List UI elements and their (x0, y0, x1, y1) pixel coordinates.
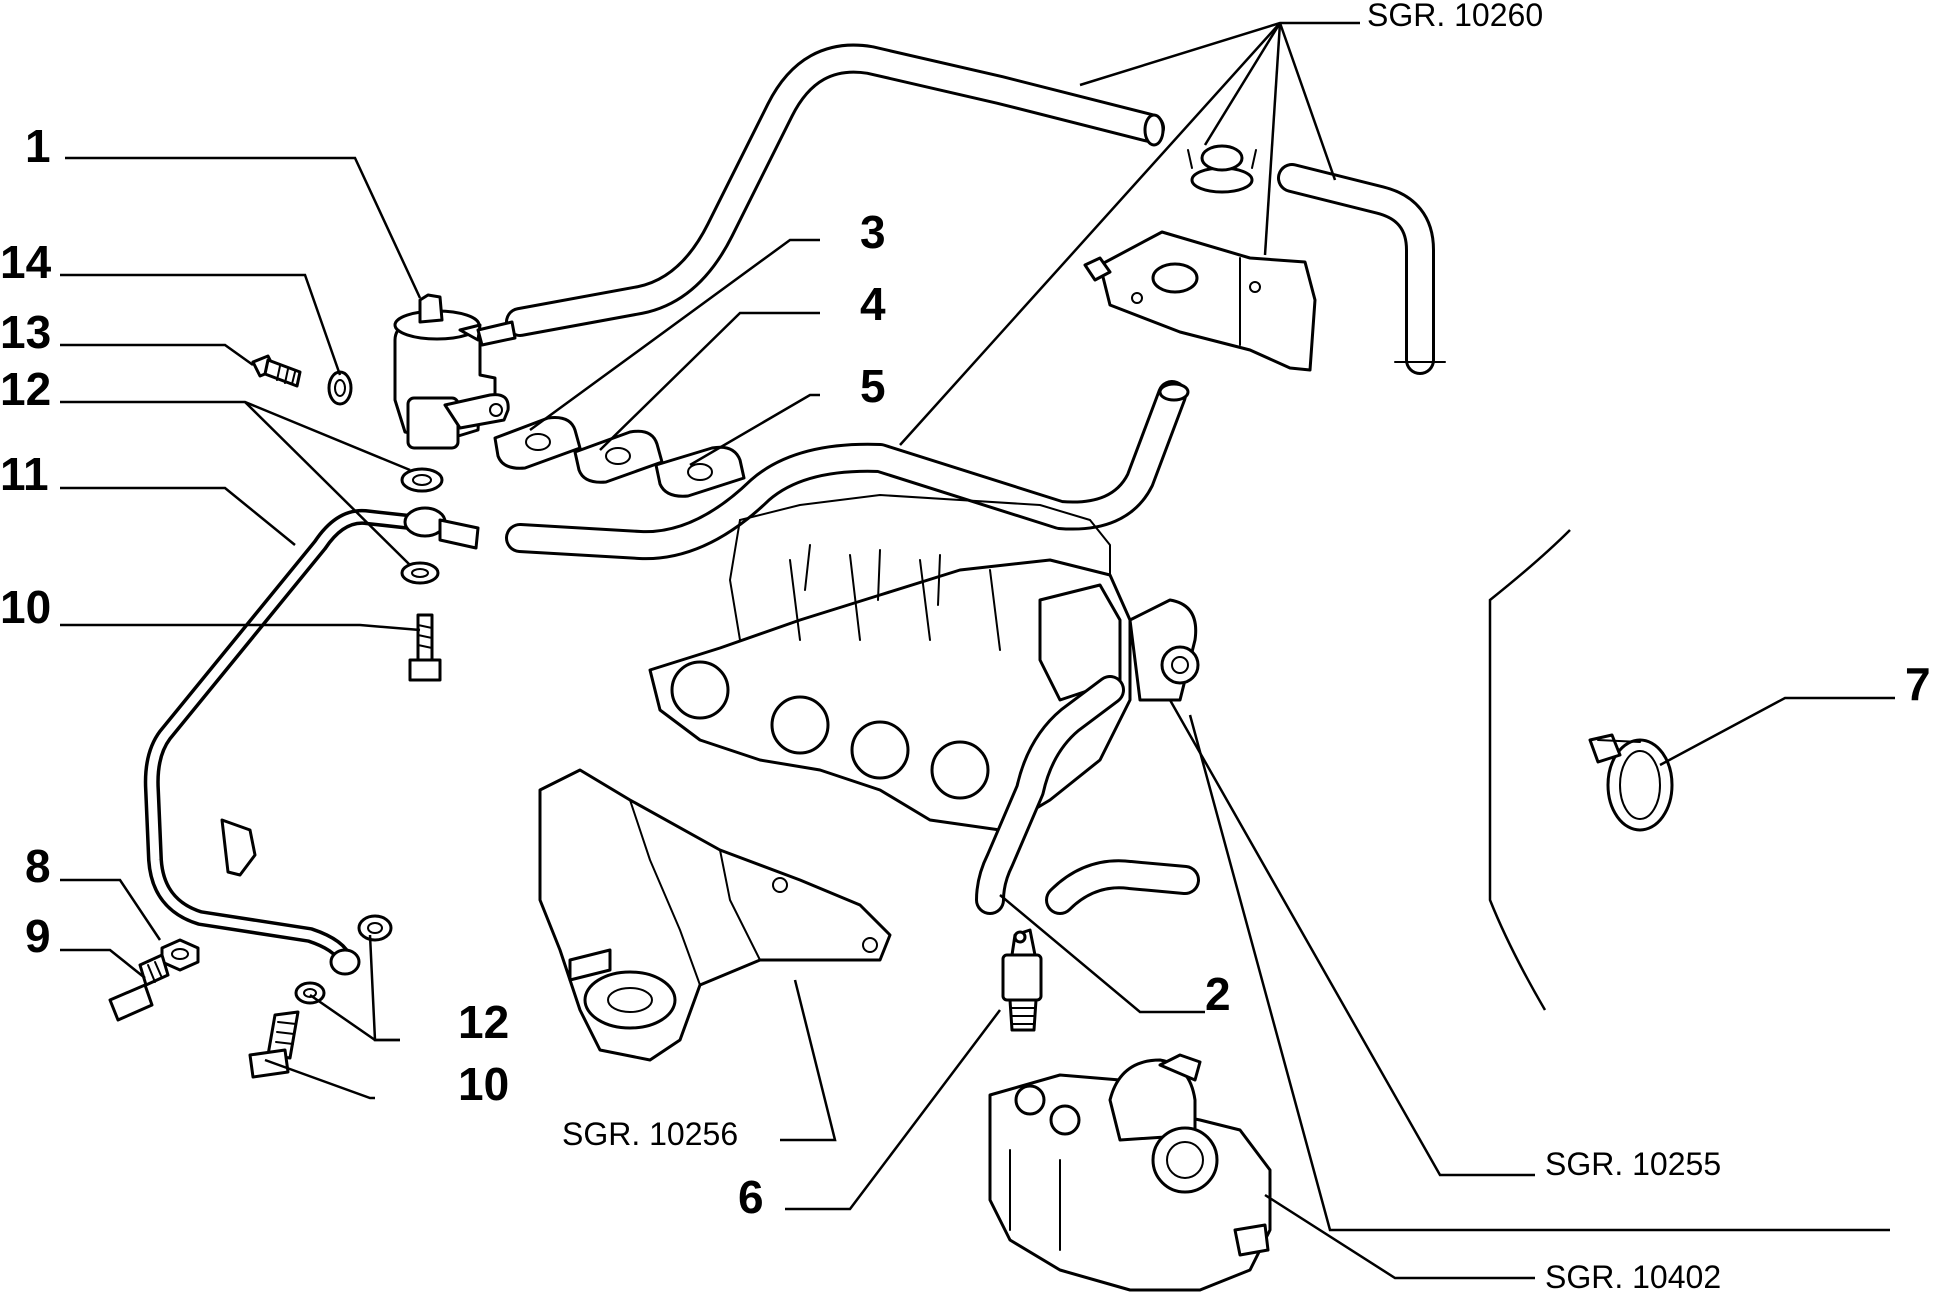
thermostat-housing (988, 1053, 1272, 1292)
part-3-gasket (493, 416, 582, 470)
part-10-bolt-top (408, 613, 442, 682)
hose-upper-left (505, 43, 1165, 337)
part-12-washer-bottom (357, 914, 393, 942)
intake-manifold (648, 494, 1200, 832)
callout-1: 1 (25, 120, 51, 172)
part-13-bolt (251, 354, 302, 388)
part-1-valve (393, 293, 517, 450)
part-9-bolt (108, 953, 170, 1022)
callout-7: 7 (1905, 658, 1931, 710)
engine-block-outline (1488, 529, 1571, 1011)
callout-11: 11 (0, 448, 49, 500)
hose-lower (1045, 859, 1200, 915)
hose-middle (505, 380, 1190, 561)
part-14-washer (327, 370, 353, 406)
callout-12-top: 12 (0, 363, 51, 415)
part-12-washer-mid (400, 561, 440, 585)
reference-labels: SGR. 10260 SGR. 10256 SGR. 10255 SGR. 10… (562, 0, 1721, 1295)
ref-sgr-10256: SGR. 10256 (562, 1116, 738, 1152)
callout-2: 2 (1205, 968, 1231, 1020)
part-7-clamp (1588, 733, 1674, 832)
ref-sgr-10255: SGR. 10255 (1545, 1146, 1721, 1182)
callout-8: 8 (25, 840, 51, 892)
callout-6: 6 (738, 1171, 764, 1223)
callout-13: 13 (0, 306, 51, 358)
exhaust-manifold (538, 768, 892, 1062)
ref-sgr-10260: SGR. 10260 (1367, 0, 1543, 33)
part-10-bolt-bottom (248, 1010, 300, 1079)
part-5-gasket (654, 445, 746, 498)
callout-12-bottom: 12 (458, 996, 509, 1048)
callout-labels: 1 2 3 4 5 6 7 8 9 10 10 11 12 12 13 14 (0, 120, 1931, 1223)
leader-lines (60, 21, 1895, 1280)
callout-10-bottom: 10 (458, 1058, 509, 1110)
callout-10-top: 10 (0, 581, 51, 633)
callout-9: 9 (25, 910, 51, 962)
callout-14: 14 (0, 236, 52, 288)
part-6-sensor (1001, 928, 1043, 1032)
bracket-plate (1083, 230, 1317, 372)
part-8-nut (160, 938, 200, 972)
ref-sgr-10402: SGR. 10402 (1545, 1259, 1721, 1295)
callout-4: 4 (860, 278, 886, 330)
part-12-washer-lower (294, 981, 326, 1005)
hose-clip (1187, 144, 1257, 194)
part-2-hose (975, 675, 1125, 915)
part-4-gasket (573, 429, 664, 484)
callout-5: 5 (860, 360, 886, 412)
part-12-washer-top (400, 467, 444, 493)
hose-upper-right (1277, 163, 1446, 375)
part-11-pipe (143, 506, 480, 976)
callout-3: 3 (860, 206, 886, 258)
